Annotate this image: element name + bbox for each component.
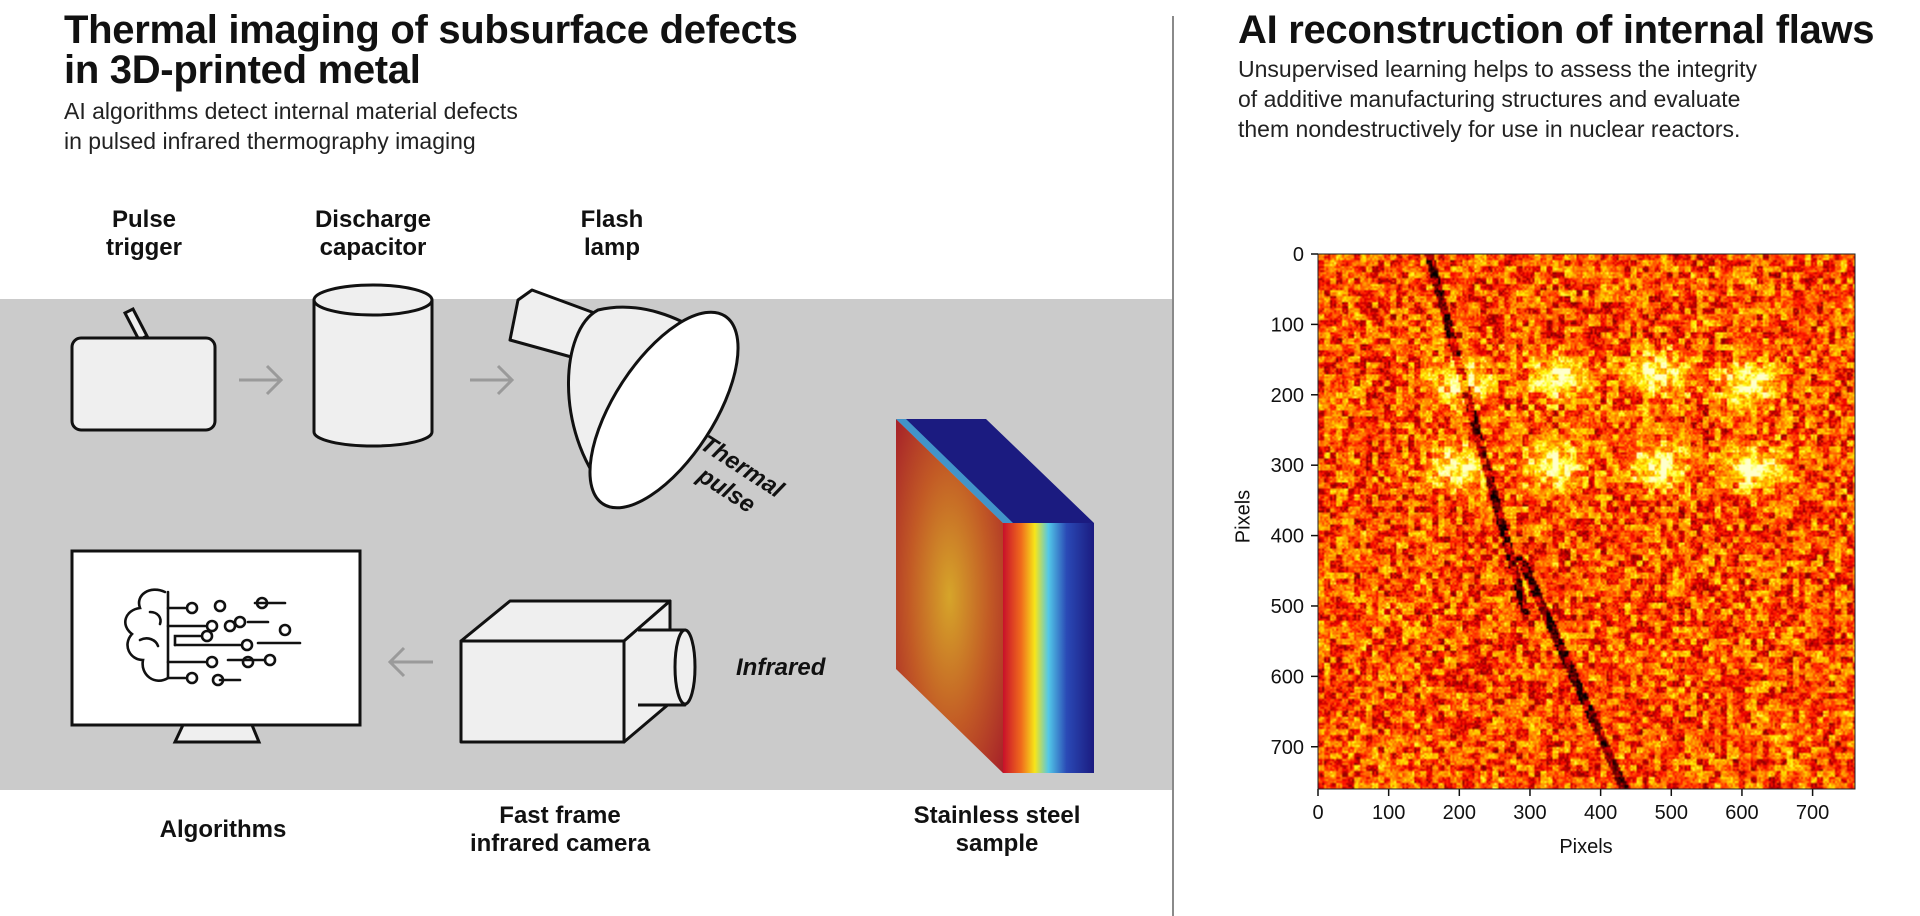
x-tick-label: 200 xyxy=(1443,802,1476,824)
label-pulse-trigger-l2: trigger xyxy=(105,234,182,261)
y-axis-label: Pixels xyxy=(1232,489,1255,544)
y-tick-label: 700 xyxy=(1271,737,1304,759)
x-tick-label: 600 xyxy=(1725,802,1758,824)
y-tick-label: 100 xyxy=(1271,314,1304,336)
arrow-right-icon xyxy=(470,364,515,396)
right-subtitle-line1: Unsupervised learning helps to assess th… xyxy=(1238,56,1758,82)
infrared-camera-icon xyxy=(459,599,697,744)
label-discharge-capacitor-l2: capacitor xyxy=(319,234,427,261)
pulse-trigger-device xyxy=(70,306,217,432)
x-tick-label: 500 xyxy=(1655,802,1688,824)
capacitor-icon xyxy=(312,283,434,448)
left-subtitle: AI algorithms detect internal material d… xyxy=(64,96,518,156)
label-discharge-capacitor-l1: Discharge xyxy=(314,206,432,233)
y-tick-label: 300 xyxy=(1271,455,1304,477)
right-subtitle-line2: of additive manufacturing structures and… xyxy=(1238,86,1741,112)
label-camera-l1: Fast frame xyxy=(499,802,621,829)
left-title-line2: in 3D-printed metal xyxy=(64,48,421,92)
stainless-steel-sample xyxy=(896,419,1094,773)
plot-frame xyxy=(1317,253,1856,790)
label-sample-l1: Stainless steel xyxy=(913,802,1081,829)
left-title-line1: Thermal imaging of subsurface defects xyxy=(64,8,798,52)
arrow-left-icon xyxy=(387,646,433,678)
setup-diagram xyxy=(70,283,1094,773)
left-subtitle-line2: in pulsed infrared thermography imaging xyxy=(64,128,476,154)
label-algorithms: Algorithms xyxy=(159,816,287,843)
panel-divider xyxy=(1172,16,1174,916)
x-tick-label: 400 xyxy=(1584,802,1617,824)
label-flash-lamp-l2: lamp xyxy=(583,234,640,261)
flash-lamp-icon xyxy=(508,288,740,510)
heatmap-axes: 0 100 200 300 400 500 600 700 0 100 200 300 400 500 6… xyxy=(1271,244,1856,824)
label-flash-lamp-l1: Flash xyxy=(580,206,644,233)
x-tick-label: 0 xyxy=(1312,802,1323,824)
label-camera-l2: infrared camera xyxy=(469,830,651,857)
x-tick-label: 100 xyxy=(1372,802,1405,824)
x-tick-label: 300 xyxy=(1513,802,1546,824)
right-subtitle: Unsupervised learning helps to assess th… xyxy=(1238,54,1757,144)
label-camera: Fast frame infrared camera xyxy=(440,802,680,858)
right-subtitle-line3: them nondestructively for use in nuclear… xyxy=(1238,116,1741,142)
monitor-icon xyxy=(70,549,362,744)
y-tick-label: 200 xyxy=(1271,385,1304,407)
label-flash-lamp: Flash lamp xyxy=(552,206,672,262)
ai-brain-circuit-icon xyxy=(124,588,302,687)
y-tick-label: 600 xyxy=(1271,666,1304,688)
x-tick-label: 700 xyxy=(1796,802,1829,824)
left-subtitle-line1: AI algorithms detect internal material d… xyxy=(64,98,518,124)
label-pulse-trigger-l1: Pulse xyxy=(111,206,177,233)
label-sample-l2: sample xyxy=(955,830,1039,857)
label-pulse-trigger: Pulse trigger xyxy=(84,206,204,262)
arrow-right-icon xyxy=(239,364,284,396)
y-tick-label: 500 xyxy=(1271,596,1304,618)
heatmap-image xyxy=(1318,254,1855,789)
left-title: Thermal imaging of subsurface defects in… xyxy=(64,10,798,90)
label-discharge-capacitor: Discharge capacitor xyxy=(293,206,453,262)
x-axis-label: Pixels xyxy=(1559,836,1613,858)
label-infrared: Infrared xyxy=(736,654,826,681)
label-sample: Stainless steel sample xyxy=(887,802,1107,858)
y-tick-label: 400 xyxy=(1271,526,1304,548)
right-title: AI reconstruction of internal flaws xyxy=(1238,8,1875,52)
y-tick-label: 0 xyxy=(1293,244,1304,266)
